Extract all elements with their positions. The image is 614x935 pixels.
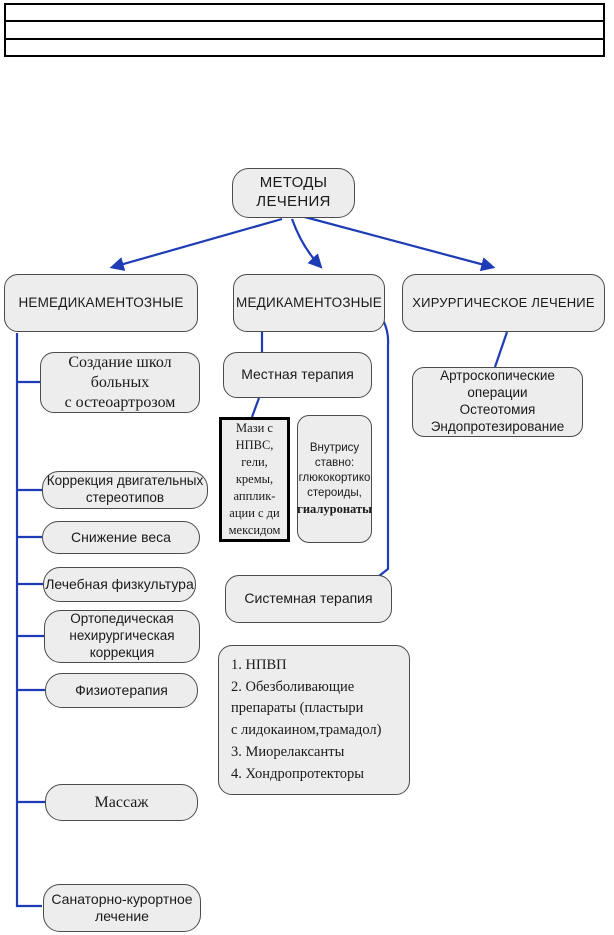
connector-nondrug-rail — [15, 333, 42, 908]
node-treatment-methods: МЕТОДЫ ЛЕЧЕНИЯ — [232, 168, 355, 218]
table-row — [6, 5, 603, 23]
node-label: Внутрису ставно: глюкокортико стероиды, — [298, 442, 371, 499]
node-label: Местная терапия — [241, 366, 354, 383]
node-motor-stereotype-correction: Коррекция двигательных стереотипов — [42, 471, 208, 509]
connector-drug-to-systemic — [378, 319, 390, 577]
node-physiotherapy: Физиотерапия — [45, 673, 198, 708]
node-label: Санаторно-курортное лечение — [51, 890, 193, 925]
node-surgical-operations: Артроскопические операции Остеотомия Энд… — [412, 367, 583, 437]
node-branch-surgical: ХИРУРГИЧЕСКОЕ ЛЕЧЕНИЕ — [402, 274, 605, 332]
node-label: Ортопедическая нехирургическая коррекция — [69, 611, 175, 660]
connector-local-to-topical — [250, 397, 261, 418]
node-massage: Массаж — [45, 784, 198, 821]
node-label: Системная терапия — [244, 590, 373, 607]
node-sanatorium-treatment: Санаторно-курортное лечение — [43, 884, 201, 932]
node-label: НЕМЕДИКАМЕНТОЗНЫЕ — [18, 294, 184, 310]
empty-header-table — [4, 3, 605, 57]
node-systemic-therapy: Системная терапия — [225, 575, 392, 623]
node-local-therapy: Местная терапия — [223, 352, 372, 398]
table-row — [6, 22, 603, 40]
node-label: Физиотерапия — [75, 681, 168, 698]
node-orthopedic-correction: Ортопедическая нехирургическая коррекция — [44, 610, 200, 663]
arrow-root-to-surgical — [300, 214, 496, 272]
node-label: МЕТОДЫ ЛЕЧЕНИЯ — [256, 174, 331, 210]
node-label: Снижение веса — [71, 528, 171, 545]
node-label: Создание школ больных с остеоартрозом — [64, 353, 176, 411]
arrow-root-to-drug — [290, 218, 323, 269]
node-systemic-drug-list: 1. НПВП 2. Обезболивающие препараты (пла… — [218, 645, 410, 795]
node-intraarticular-agents: Внутрису ставно: глюкокортико стероиды, … — [297, 415, 372, 543]
node-label-emphasis: гиалуронаты — [297, 501, 372, 516]
node-patient-schools: Создание школ больных с остеоартрозом — [40, 352, 200, 413]
node-branch-drug: МЕДИКАМЕНТОЗНЫЕ — [233, 274, 385, 332]
node-label: 1. НПВП 2. Обезболивающие препараты (пла… — [231, 656, 382, 782]
node-therapeutic-exercise: Лечебная физкультура — [43, 567, 196, 602]
table-row — [6, 40, 603, 55]
arrow-root-to-nondrug — [109, 217, 283, 271]
node-topical-agents: Мази с НПВС, гели, кремы, апплик- ации с… — [219, 417, 290, 542]
node-branch-non-drug: НЕМЕДИКАМЕНТОЗНЫЕ — [4, 274, 198, 332]
node-label: МЕДИКАМЕНТОЗНЫЕ — [236, 294, 382, 310]
connector-surgical-to-operations — [493, 331, 509, 368]
node-label: Артроскопические операции Остеотомия Энд… — [430, 368, 565, 434]
node-label: Массаж — [94, 793, 149, 811]
node-label: Коррекция двигательных стереотипов — [46, 473, 204, 505]
node-label: Мази с НПВС, гели, кремы, апплик- ации с… — [228, 421, 281, 537]
node-label: ХИРУРГИЧЕСКОЕ ЛЕЧЕНИЕ — [412, 294, 595, 310]
node-weight-loss: Снижение веса — [42, 521, 200, 554]
node-label: Лечебная физкультура — [45, 575, 194, 592]
